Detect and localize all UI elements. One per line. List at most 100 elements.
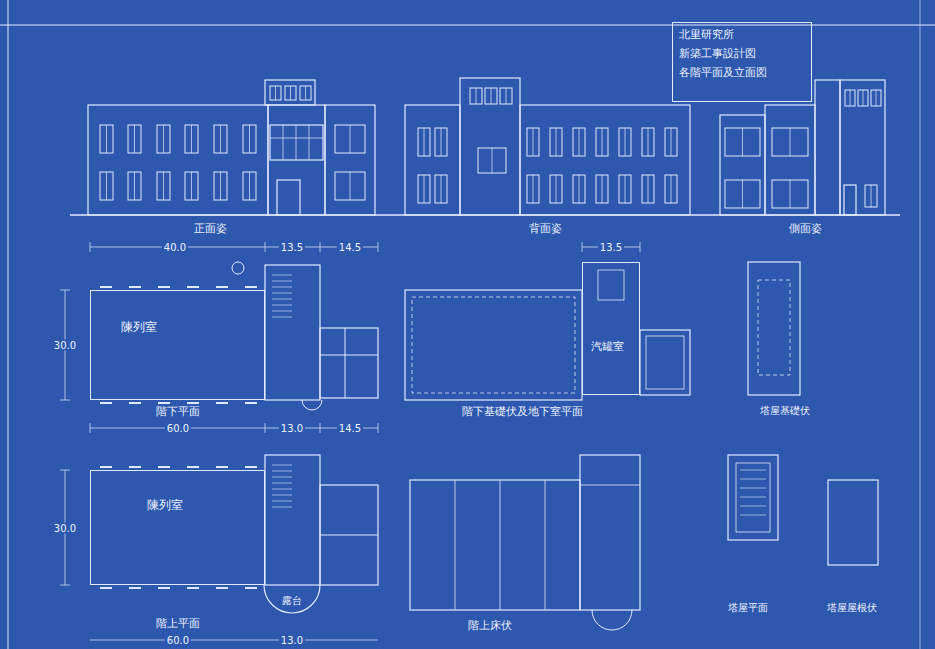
window-mullion (134, 172, 135, 200)
window-mullion (275, 86, 276, 100)
stair-tread (740, 488, 766, 489)
window-symbol (550, 128, 562, 156)
window-symbol (100, 125, 113, 153)
drawing-title: 階上平面 (156, 618, 200, 630)
window-mullion (309, 125, 310, 160)
wall-outline (320, 328, 378, 398)
dimension-text: 13.5 (598, 242, 624, 253)
window-mark (158, 402, 170, 404)
window-symbol (527, 128, 539, 156)
dimension-text: 60.0 (165, 635, 191, 646)
dimension-tick (320, 242, 321, 252)
dimension-tick (265, 242, 266, 252)
dimension-tick (60, 290, 70, 291)
window-mullion (790, 180, 791, 208)
window-mullion (163, 125, 164, 153)
drawing-title: 正面姿 (194, 223, 227, 235)
stair-tread (272, 281, 292, 282)
stair-tread (272, 501, 292, 502)
window-mullion (790, 128, 791, 156)
window-mark (216, 587, 228, 589)
footing-outline (646, 336, 684, 389)
window-symbol (435, 128, 447, 156)
window-symbol (214, 125, 227, 153)
window-mullion (220, 125, 221, 153)
wall-outline (828, 480, 878, 565)
stair-tread (740, 506, 766, 507)
window-mark (129, 286, 141, 288)
window-mark (216, 286, 228, 288)
wall-outline (748, 262, 800, 395)
window-mullion (106, 125, 107, 153)
window-mullion (134, 125, 135, 153)
room-name: 陳列室 (121, 319, 264, 336)
window-mark (158, 587, 170, 589)
stair-tread (272, 305, 292, 306)
stair-tread (272, 287, 292, 288)
window-mullion (876, 90, 877, 106)
wall-outline (88, 105, 268, 215)
dimension-text: 14.5 (337, 423, 363, 434)
wall-outline (265, 80, 315, 105)
window-symbol (858, 90, 868, 106)
window-mark (216, 402, 228, 404)
drawing-title: 階下平面 (156, 406, 200, 418)
window-mullion (163, 172, 164, 200)
drawing-title: 階上床伏 (468, 620, 512, 632)
beam-line (500, 480, 501, 610)
stair-tread (272, 275, 292, 276)
window-symbol (871, 90, 881, 106)
dimension-text: 60.0 (165, 423, 191, 434)
wall-outline (410, 480, 580, 610)
window-symbol (157, 125, 170, 153)
wall-outline (736, 463, 770, 532)
window-mark (129, 402, 141, 404)
window-mark (158, 466, 170, 468)
window-mark (245, 286, 257, 288)
window-symbol (527, 175, 539, 203)
window-mullion (625, 175, 626, 203)
window-mullion (350, 172, 351, 200)
wall-outline (460, 78, 520, 215)
window-mullion (249, 125, 250, 153)
window-mullion (476, 88, 477, 104)
window-mullion (191, 125, 192, 153)
window-mullion (648, 175, 649, 203)
window-symbol (573, 175, 585, 203)
dimension-tick (90, 423, 91, 433)
window-symbol (185, 172, 198, 200)
window-mullion (579, 128, 580, 156)
window-mullion (106, 172, 107, 200)
window-mullion (492, 148, 493, 173)
stair-tread (272, 471, 292, 472)
wall-outline (265, 265, 320, 400)
drawing-title: 側面姿 (789, 223, 822, 235)
stair-tread (740, 479, 766, 480)
dimension-tick (90, 242, 91, 252)
drawing-line (320, 535, 378, 536)
window-mullion (283, 125, 284, 160)
dimension-tick (60, 400, 70, 401)
window-mark (187, 402, 199, 404)
stair-tread (272, 507, 292, 508)
window-mullion (441, 128, 442, 156)
dimension-tick (582, 242, 583, 252)
window-mark (187, 286, 199, 288)
column-symbol (232, 262, 244, 274)
wall-outline (520, 105, 690, 215)
drawing-title: 塔屋平面 (728, 602, 768, 613)
window-mark (100, 587, 112, 589)
window-mullion (871, 185, 872, 207)
window-mark (100, 466, 112, 468)
window-symbol (128, 125, 141, 153)
window-mullion (648, 128, 649, 156)
dimension-tick (265, 423, 266, 433)
title-text: 北里研究所 (679, 27, 805, 42)
window-mullion (249, 172, 250, 200)
window-mark (158, 286, 170, 288)
stair-outline (598, 270, 624, 300)
window-symbol (665, 175, 677, 203)
window-mark (129, 466, 141, 468)
stair-tread (272, 495, 292, 496)
window-mullion (742, 128, 743, 156)
